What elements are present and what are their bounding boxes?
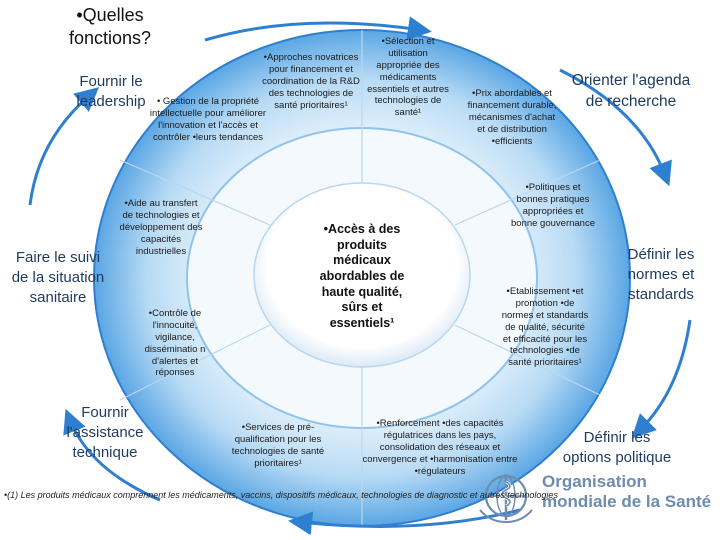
box-normes: Définir les normes et standards	[627, 245, 695, 304]
box-leadership: Fournir le leadership	[76, 72, 146, 110]
box-recherche: Orienter l'agenda de recherche	[571, 72, 691, 110]
segment-approches: •Approches novatrices pour financement e…	[262, 52, 360, 111]
box-politique: Définir les options politique	[562, 428, 672, 466]
box-surveillance: Faire le suivi de la situation sanitaire	[11, 248, 105, 307]
segment-renforcement: •Renforcement •des capacités régulatrice…	[362, 418, 518, 477]
segment-selection: •Sélection et utilisation appropriée des…	[367, 36, 449, 119]
segment-prix: •Prix abordables et financement durable,…	[467, 88, 557, 147]
who-logo-text: Organisation mondiale de la Santé	[542, 472, 712, 511]
segment-aide: •Aide au transfert de technologies et dé…	[119, 198, 203, 257]
segment-politiques: •Politiques et bonnes pratiques appropri…	[511, 182, 595, 229]
who-emblem-icon	[479, 474, 533, 524]
segment-controle: •Contrôle de l'innocuité, vigilance, dis…	[144, 308, 206, 379]
box-assistance: Fournir l'assistance technique	[66, 403, 144, 462]
footnote: •(1) Les produits médicaux comprennent l…	[4, 490, 558, 500]
segment-dividers	[119, 30, 601, 525]
segment-services: •Services de pré-qualification pour les …	[231, 422, 325, 469]
segment-etablissement: •Etablissement •et promotion •de normes …	[501, 286, 589, 369]
page-title: •Quelles fonctions?	[68, 5, 152, 48]
segment-gestion: • Gestion de la propriété intellectuelle…	[149, 96, 267, 143]
center-label: •Accès à des produits médicaux abordable…	[319, 222, 405, 330]
cycle-arrows	[28, 16, 692, 536]
